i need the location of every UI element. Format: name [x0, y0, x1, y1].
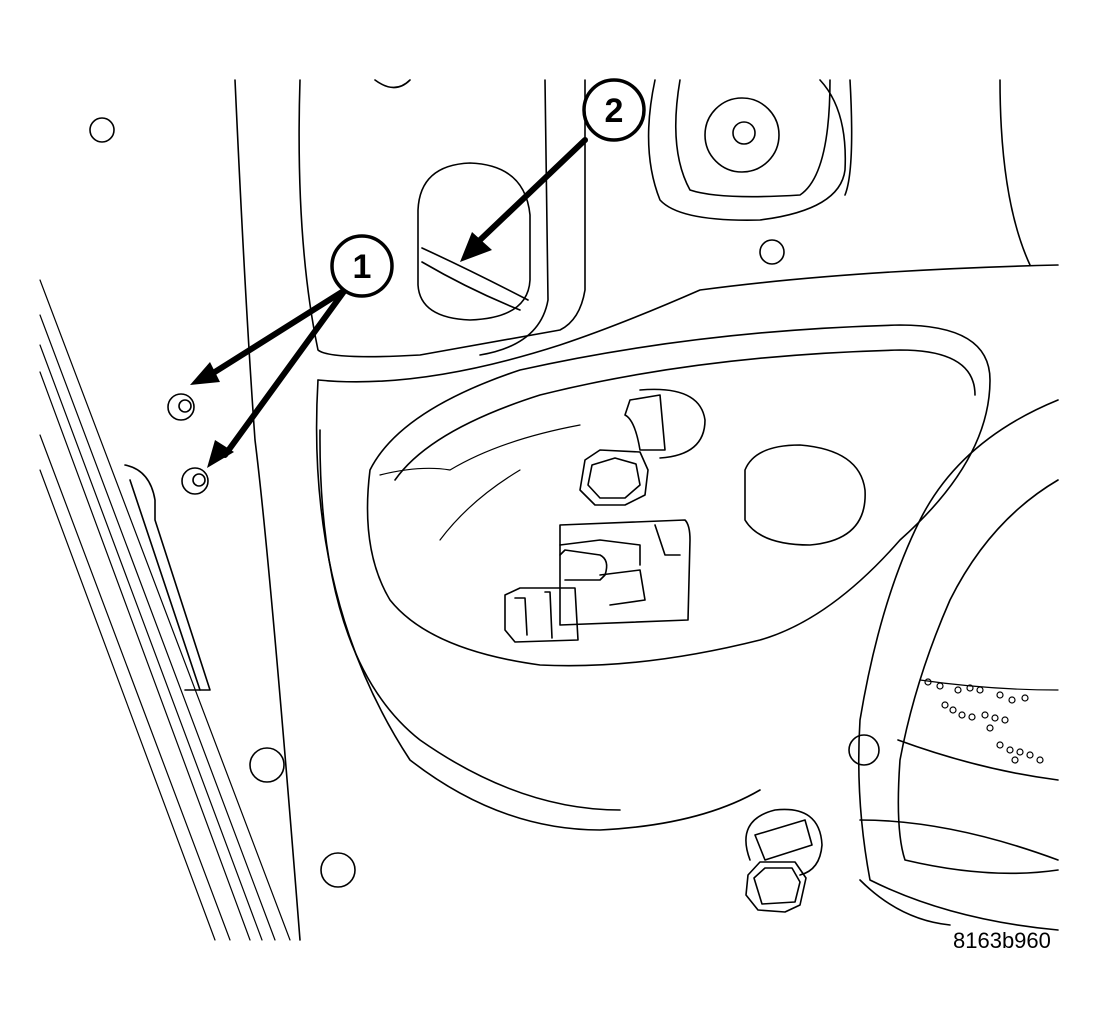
latch-bolt-lower — [745, 808, 823, 913]
figure-id-label: 8163b960 — [953, 928, 1051, 953]
texture-dots — [924, 678, 1044, 764]
trim-screw-upper — [167, 393, 195, 421]
callout-2: 2 — [582, 78, 646, 142]
trim-screw-lower — [181, 467, 209, 495]
panel-edges — [234, 79, 1059, 941]
panel-round-opening — [744, 444, 866, 546]
electrical-connector — [504, 519, 691, 643]
arrowhead-icon — [190, 362, 220, 385]
callout-1: 1 — [330, 234, 394, 298]
callout-2-number: 2 — [605, 92, 624, 130]
lower-panel-contour — [859, 879, 951, 926]
callout-1-leaders — [190, 287, 348, 468]
arrowhead-icon — [207, 440, 234, 468]
access-opening — [319, 324, 991, 811]
callout-1-number: 1 — [353, 248, 372, 286]
latch-bolt-upper — [579, 388, 706, 506]
upper-mounting-boss — [647, 79, 847, 265]
right-structure — [857, 399, 1059, 931]
wire-harness-slot — [417, 162, 531, 321]
arrowhead-icon — [460, 232, 492, 262]
panel-holes — [89, 117, 880, 888]
door-edge-weatherstrip — [39, 279, 291, 941]
callout-2-leader — [460, 137, 588, 262]
